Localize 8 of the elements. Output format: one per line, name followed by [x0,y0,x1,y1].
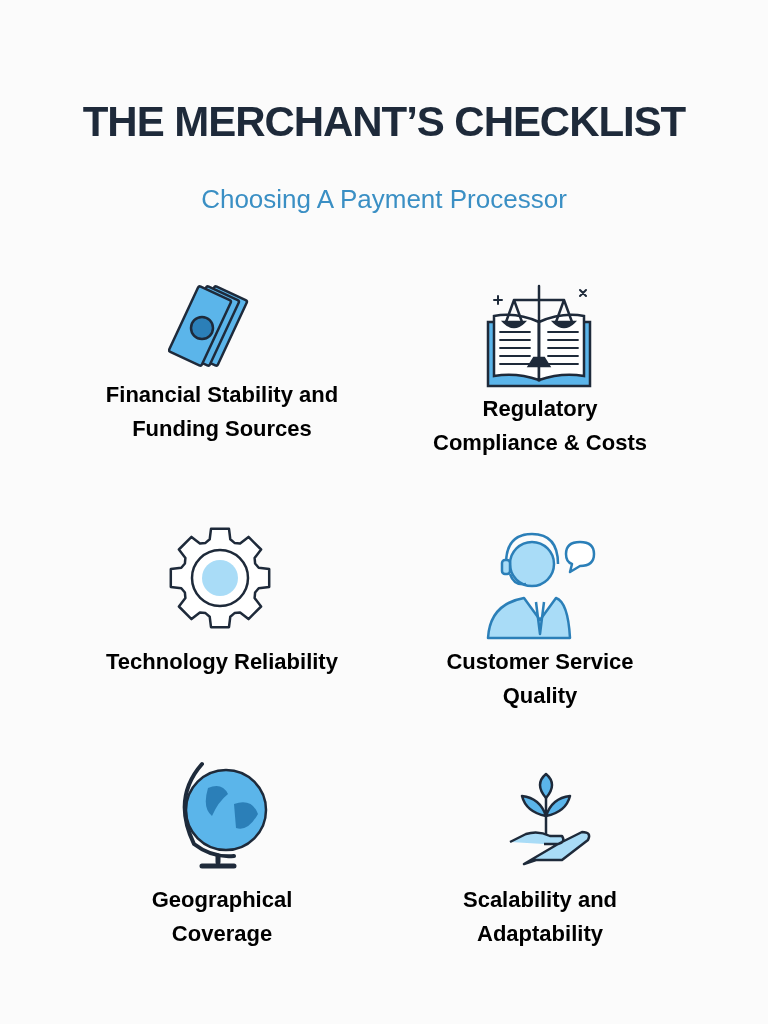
item-label: Financial Stability and Funding Sources [104,381,340,443]
item-label: Geographical Coverage [150,886,294,948]
item-label: Customer Service Quality [445,648,635,710]
item-label: Technology Reliability [105,648,339,676]
item-label: Regulatory Compliance & Costs [432,395,648,457]
item-label: Scalability and Adaptability [461,886,619,948]
subtitle: Choosing A Payment Processor [200,183,568,216]
title: THE MERCHANT’S CHECKLIST [81,97,687,147]
